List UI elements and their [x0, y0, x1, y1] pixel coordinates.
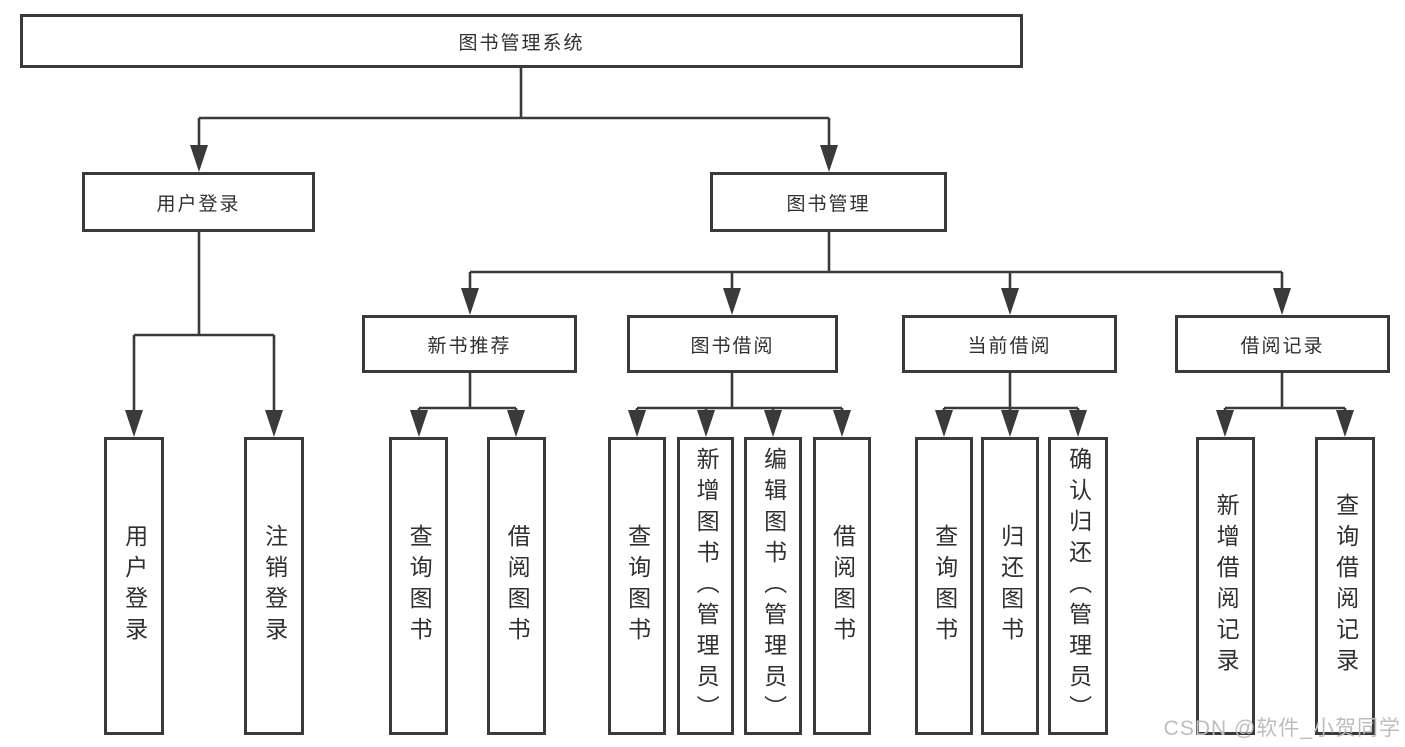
leaf-current-confirm-return-admin: 确认归还（管理员）	[1048, 437, 1108, 735]
leaf-current-return-books: 归还图书	[981, 437, 1039, 735]
leaf-user-login: 用户登录	[104, 437, 164, 735]
leaf-borrow-query-books: 查询图书	[608, 437, 666, 735]
node-current-borrow-label: 当前借阅	[967, 335, 1052, 357]
node-root: 图书管理系统	[20, 14, 1023, 68]
node-book-management: 图书管理	[710, 172, 947, 232]
leaf-records-add-record: 新增借阅记录	[1196, 437, 1255, 735]
tree-edges	[132, 68, 1347, 433]
node-root-label: 图书管理系统	[458, 32, 585, 54]
node-current-borrow: 当前借阅	[902, 315, 1117, 373]
leaf-current-query-books-label: 查询图书	[931, 524, 958, 648]
node-book-management-label: 图书管理	[786, 193, 871, 215]
node-new-book-recommend: 新书推荐	[362, 315, 577, 373]
leaf-logout: 注销登录	[244, 437, 304, 735]
leaf-current-confirm-return-admin-label: 确认归还（管理员）	[1065, 446, 1092, 726]
node-borrow-records: 借阅记录	[1175, 315, 1390, 373]
node-new-book-recommend-label: 新书推荐	[427, 335, 512, 357]
leaf-records-query-record-label: 查询借阅记录	[1332, 493, 1359, 679]
leaf-borrow-borrow-books-label: 借阅图书	[829, 524, 856, 648]
node-book-borrow-label: 图书借阅	[690, 335, 775, 357]
leaf-newrec-borrow-books: 借阅图书	[487, 437, 546, 735]
leaf-logout-label: 注销登录	[261, 524, 288, 648]
node-user-login: 用户登录	[82, 172, 315, 232]
leaf-current-return-books-label: 归还图书	[997, 524, 1024, 648]
leaf-newrec-query-books: 查询图书	[389, 437, 448, 735]
leaf-newrec-borrow-books-label: 借阅图书	[504, 524, 531, 648]
leaf-borrow-edit-books-admin: 编辑图书（管理员）	[744, 437, 802, 735]
leaf-current-query-books: 查询图书	[915, 437, 973, 735]
leaf-borrow-edit-books-admin-label: 编辑图书（管理员）	[760, 446, 787, 726]
leaf-borrow-add-books-admin-label: 新增图书（管理员）	[693, 446, 720, 726]
node-book-borrow: 图书借阅	[627, 315, 838, 373]
leaf-user-login-label: 用户登录	[121, 524, 148, 648]
leaf-borrow-borrow-books: 借阅图书	[813, 437, 871, 735]
node-borrow-records-label: 借阅记录	[1240, 335, 1325, 357]
node-user-login-label: 用户登录	[156, 193, 241, 215]
watermark: CSDN @软件_小贺同学	[1163, 717, 1401, 740]
leaf-records-query-record: 查询借阅记录	[1315, 437, 1375, 735]
leaf-newrec-query-books-label: 查询图书	[406, 524, 433, 648]
leaf-borrow-query-books-label: 查询图书	[624, 524, 651, 648]
leaf-records-add-record-label: 新增借阅记录	[1213, 493, 1240, 679]
leaf-borrow-add-books-admin: 新增图书（管理员）	[677, 437, 734, 735]
